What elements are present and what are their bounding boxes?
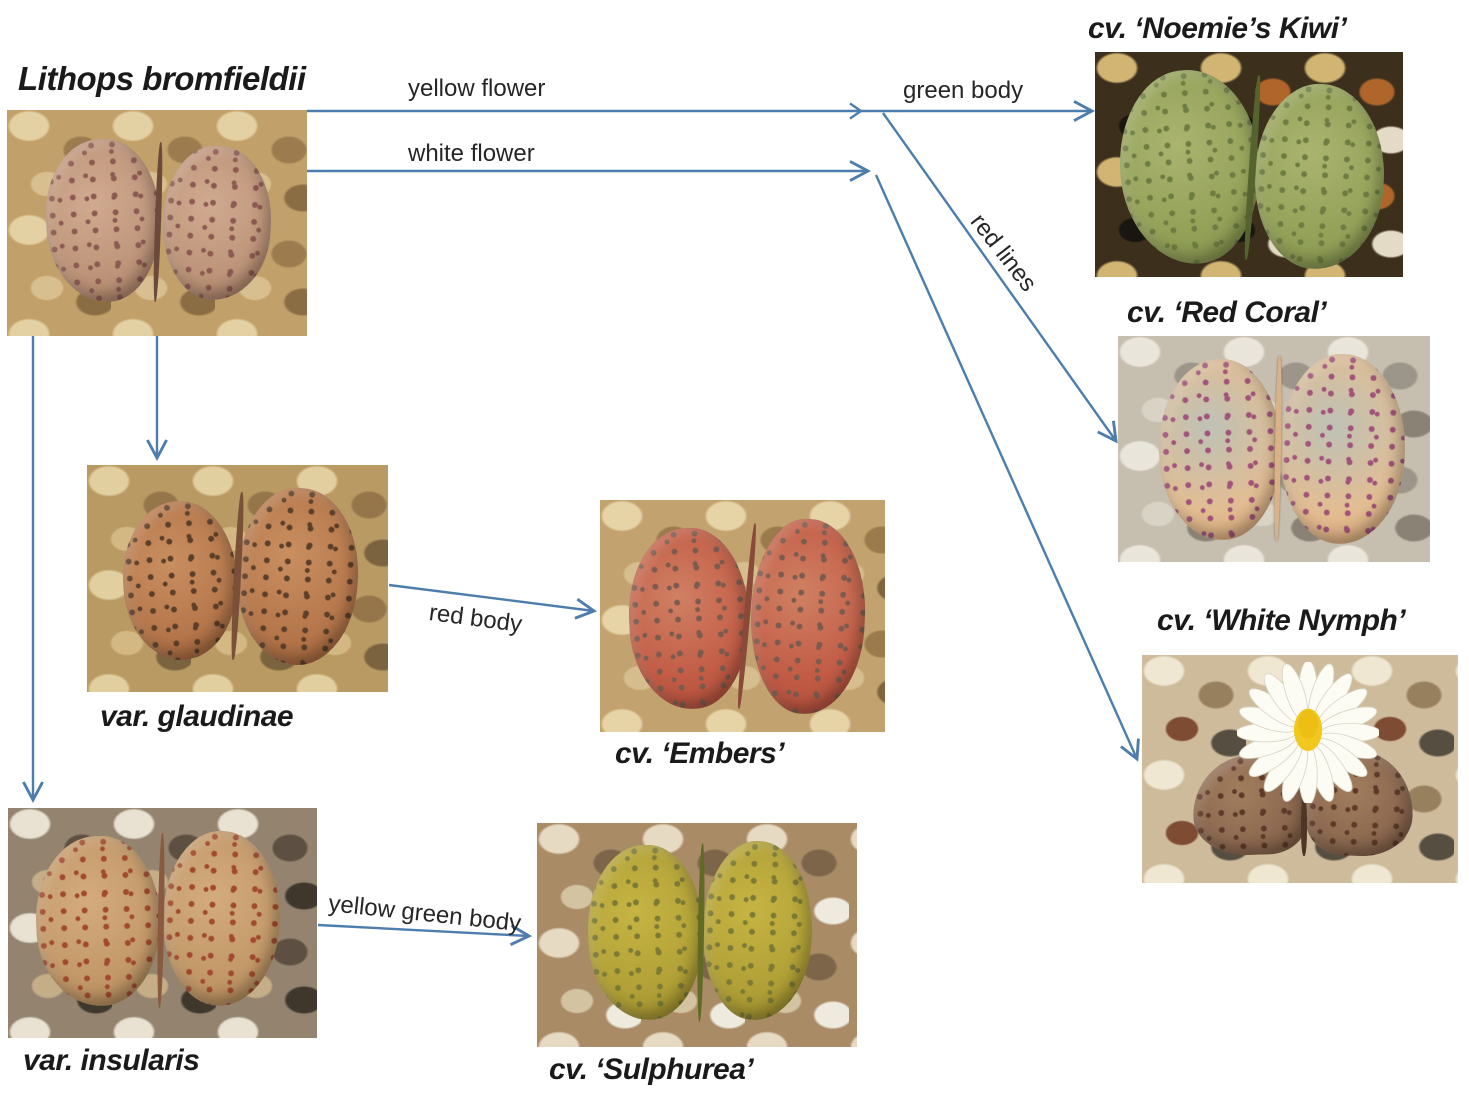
arrowhead-yellow-flower-mid bbox=[849, 102, 864, 120]
caption-var-insularis: var. insularis bbox=[23, 1044, 200, 1077]
photo-cv-sulphurea bbox=[537, 823, 857, 1047]
photo-var-glaudinae bbox=[87, 465, 388, 692]
photo-lithops-bromfieldii bbox=[7, 110, 307, 336]
lithops-right-lobe bbox=[232, 484, 363, 668]
lithops-left-lobe bbox=[1155, 356, 1284, 542]
edge-label-red-lines: red lines bbox=[964, 208, 1042, 297]
lithops-fissure bbox=[1272, 356, 1282, 542]
lithops-right-lobe bbox=[1276, 351, 1409, 547]
lithops-right-lobe bbox=[159, 143, 275, 303]
edge-label-yellow-flower: yellow flower bbox=[408, 75, 546, 102]
lithops-right-lobe bbox=[1250, 80, 1390, 272]
lithops-left-lobe bbox=[623, 524, 753, 712]
edge-label-white-flower: white flower bbox=[408, 140, 535, 167]
species-title: Lithops bromfieldii bbox=[18, 60, 306, 97]
lithops-right-lobe bbox=[159, 829, 283, 1008]
photo-cv-red-coral bbox=[1118, 336, 1430, 562]
lithops-left-lobe bbox=[41, 136, 165, 305]
caption-cv-sulphurea: cv. ‘Sulphurea’ bbox=[549, 1053, 754, 1086]
lithops-left-lobe bbox=[1113, 65, 1265, 269]
edge-label-green-body: green body bbox=[903, 77, 1024, 104]
lithops-left-lobe bbox=[585, 843, 707, 1023]
lithops-left-lobe bbox=[117, 497, 243, 664]
white-flower-icon bbox=[1236, 661, 1379, 804]
lithops-right-lobe bbox=[700, 839, 816, 1022]
lithops-right-lobe bbox=[746, 515, 871, 717]
caption-cv-white-nymph: cv. ‘White Nymph’ bbox=[1157, 604, 1406, 637]
edge-label-yellow-green-body: yellow green body bbox=[327, 890, 523, 938]
lithops-left-lobe bbox=[32, 833, 163, 1008]
caption-cv-embers: cv. ‘Embers’ bbox=[615, 737, 785, 770]
caption-var-glaudinae: var. glaudinae bbox=[100, 700, 294, 733]
photo-cv-white-nymph bbox=[1142, 655, 1458, 883]
photo-var-insularis bbox=[8, 808, 317, 1038]
lithops-fissure bbox=[1301, 796, 1307, 856]
caption-cv-red-coral: cv. ‘Red Coral’ bbox=[1127, 296, 1327, 329]
photo-cv-embers bbox=[600, 500, 885, 732]
photo-cv-noemies-kiwi bbox=[1095, 52, 1403, 277]
caption-cv-noemies-kiwi: cv. ‘Noemie’s Kiwi’ bbox=[1088, 12, 1347, 45]
edge-label-red-body: red body bbox=[427, 599, 524, 638]
arrow-red-lines bbox=[882, 112, 1116, 441]
